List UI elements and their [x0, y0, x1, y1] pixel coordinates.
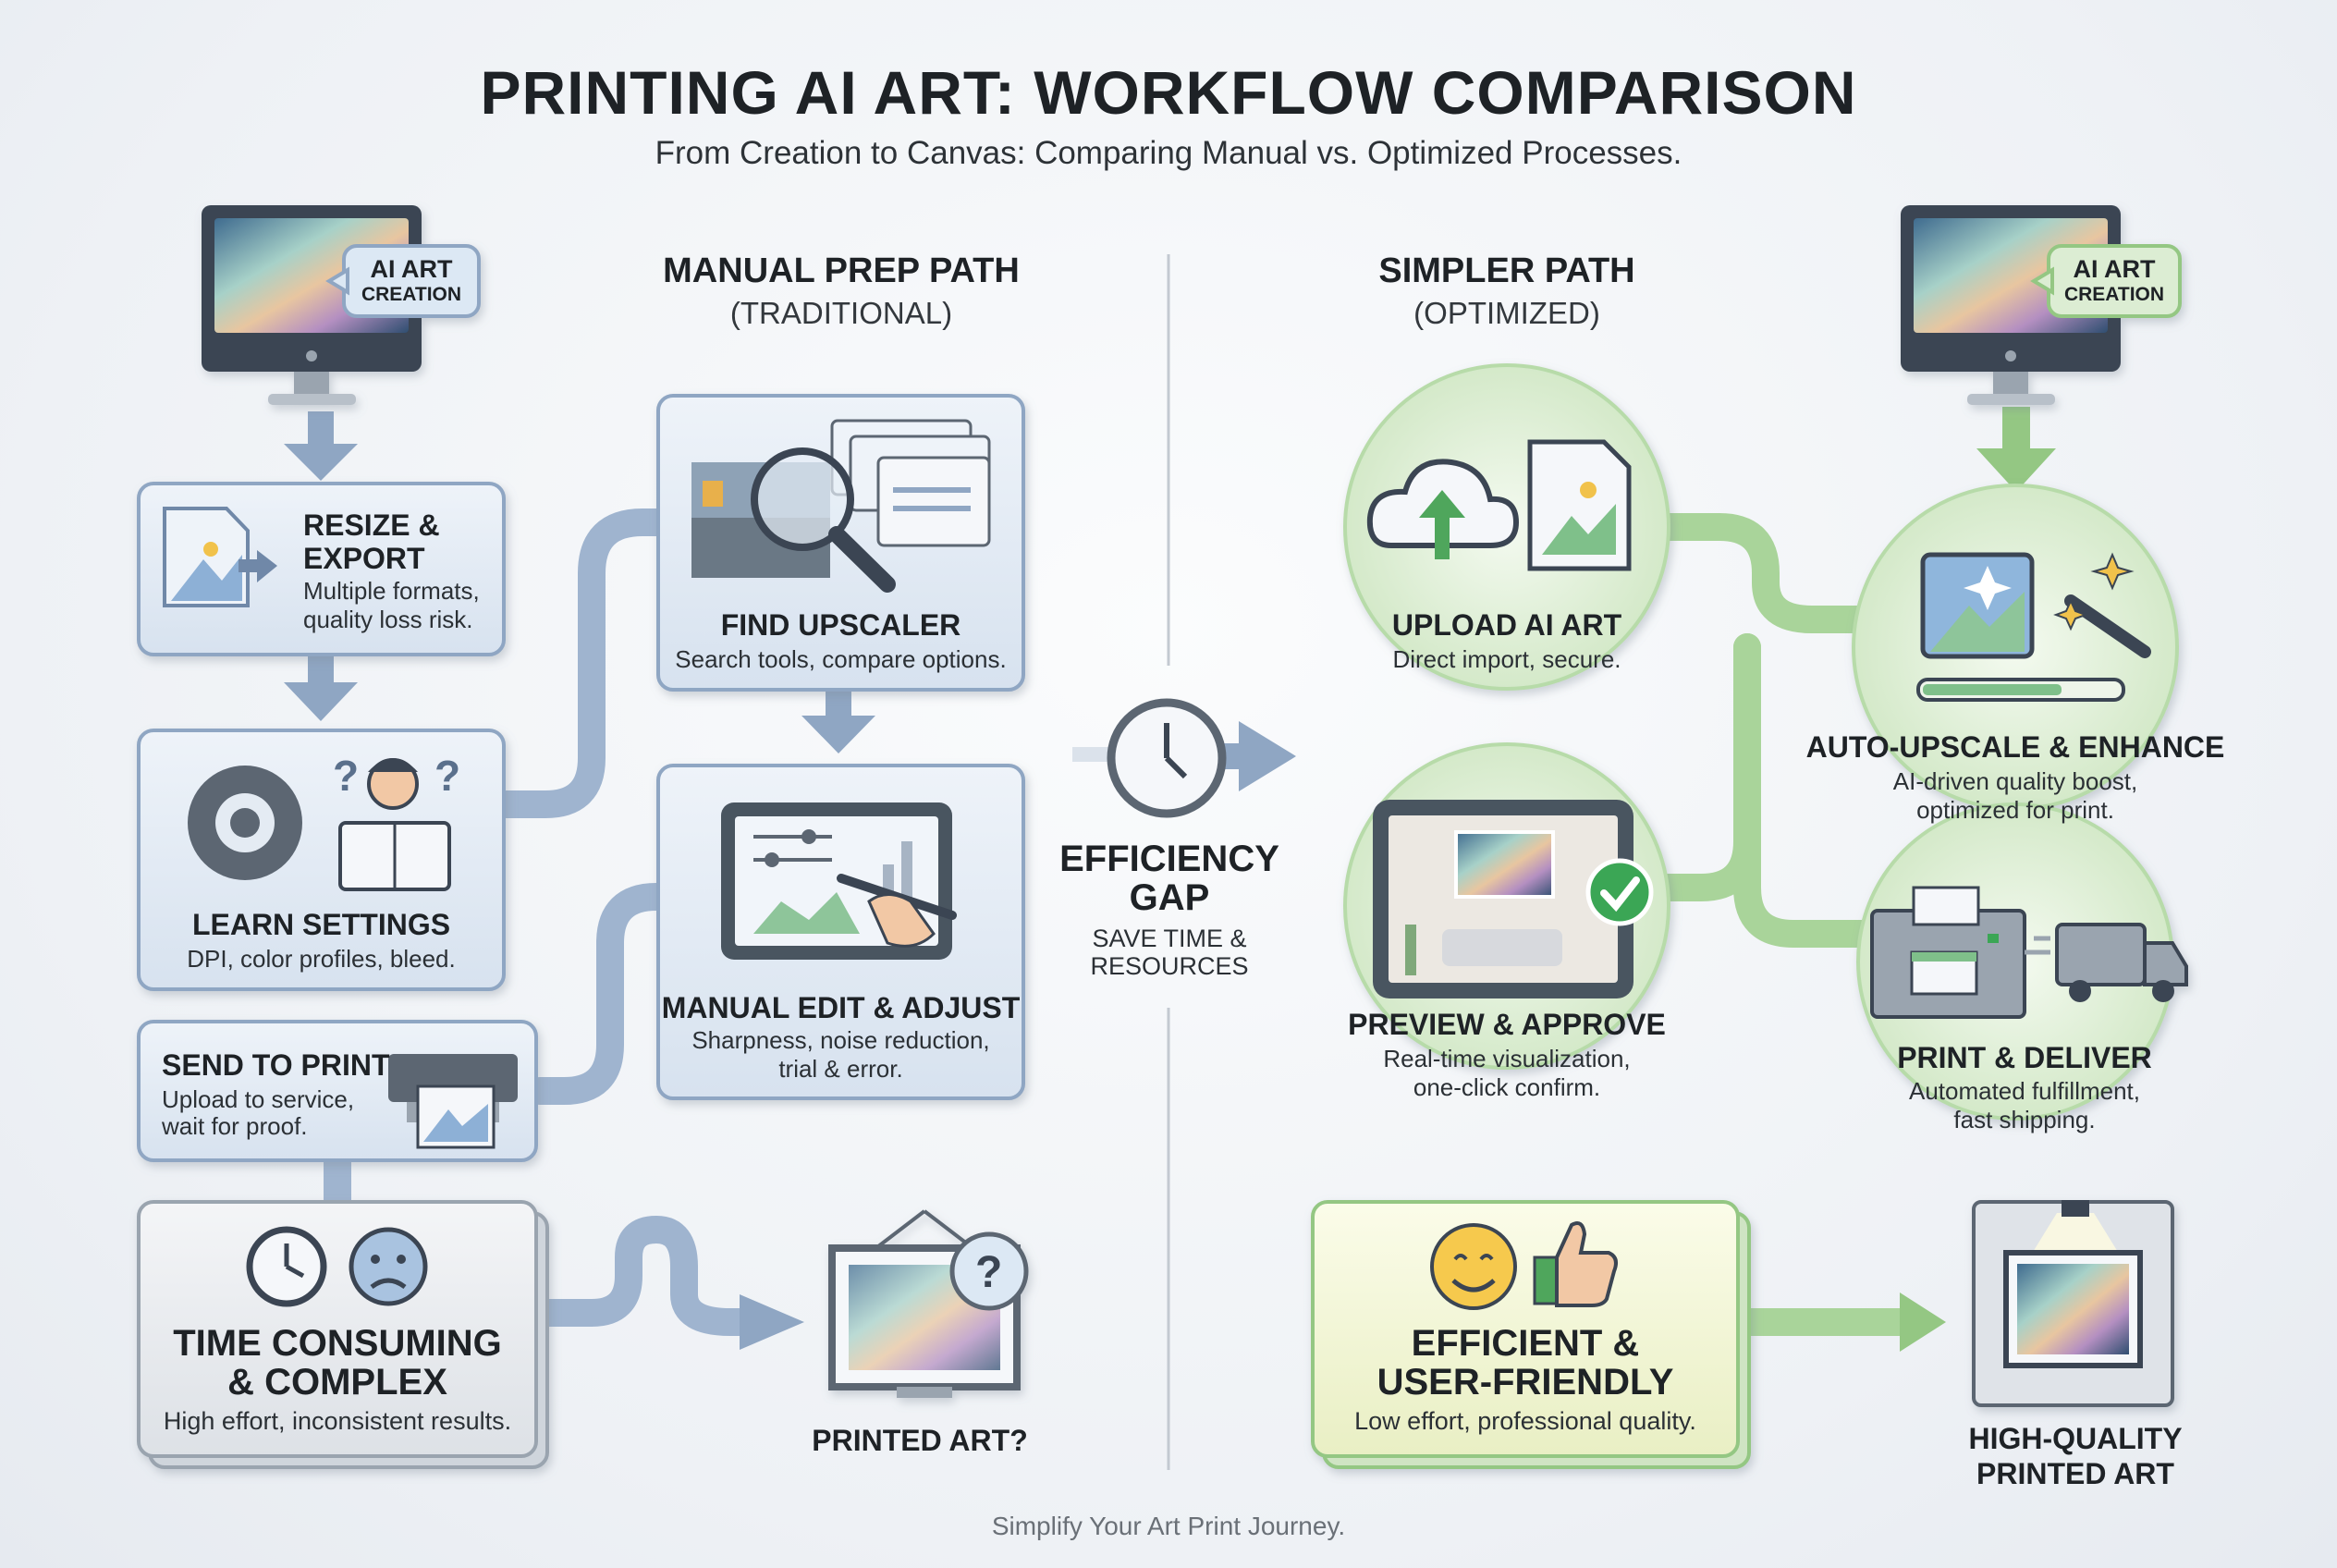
creation-tag-line2: CREATION [361, 284, 462, 305]
resize-title-1: RESIZE & [303, 508, 440, 542]
gap-title-1: EFFICIENCY [1059, 839, 1279, 879]
truck-icon [2025, 923, 2188, 1002]
simple-arrows [1900, 407, 2056, 1352]
svg-text:?: ? [975, 1248, 1002, 1297]
send-print-desc-2: wait for proof. [162, 1112, 308, 1140]
manual-creation-tag: AI ART CREATION [344, 257, 479, 307]
simple-result-1: HIGH-QUALITY [1968, 1422, 2183, 1455]
simple-outcome-title-2: USER-FRIENDLY [1377, 1362, 1674, 1403]
resize-desc-1: Multiple formats, [303, 577, 480, 605]
manual-edit-title: MANUAL EDIT & ADJUST [661, 991, 1021, 1024]
manual-flow-connectors [324, 508, 753, 1336]
spotlight-frame-icon [1972, 1200, 2174, 1407]
manual-outcome-desc: High effort, inconsistent results. [163, 1407, 512, 1435]
checkmark-icon [1585, 858, 1654, 926]
print-deliver-title: PRINT & DELIVER [1897, 1041, 2152, 1074]
manual-edit-card [656, 764, 1025, 1100]
resize-export-card [137, 482, 506, 656]
simple-flow-connectors [1622, 513, 1918, 1336]
manual-result: PRINTED ART? [812, 1424, 1028, 1457]
print-deliver-desc-1: Automated fulfillment, [1908, 1077, 2140, 1105]
find-upscaler-card [656, 394, 1025, 692]
learn-settings-title: LEARN SETTINGS [191, 908, 451, 941]
file-image-icon [1527, 439, 1632, 571]
creation-tag-line2: CREATION [2063, 284, 2165, 305]
tablet-edit-icon [721, 802, 957, 960]
preview-desc-1: Real-time visualization, [1383, 1045, 1631, 1072]
simple-outcome-title-1: EFFICIENT & [1411, 1323, 1640, 1364]
printer-icon [388, 1054, 518, 1149]
magic-wand-icon [2064, 594, 2151, 658]
learn-settings-desc: DPI, color profiles, bleed. [187, 945, 456, 973]
question-icon: ? [434, 752, 460, 800]
framed-art-icon: ? [828, 1209, 1029, 1398]
cloud-upload-icon [1366, 459, 1520, 559]
auto-upscale-desc-2: optimized for print. [1916, 796, 2114, 824]
gear-icon [188, 766, 302, 880]
simple-monitor-icon [1901, 205, 2182, 405]
manual-heading: MANUAL PREP PATH [663, 251, 1020, 290]
manual-subheading: (TRADITIONAL) [729, 296, 953, 330]
simple-subheading: (OPTIMIZED) [1413, 296, 1600, 330]
footer-tagline: Simplify Your Art Print Journey. [991, 1512, 1346, 1540]
creation-tag-line1: AI ART [2073, 255, 2156, 283]
manual-outcome-title-2: & COMPLEX [227, 1362, 447, 1403]
upload-desc: Direct import, secure. [1392, 645, 1621, 673]
manual-monitor-icon [202, 205, 481, 405]
send-print-title: SEND TO PRINT [162, 1048, 390, 1082]
smiley-icon [1430, 1223, 1517, 1310]
question-icon: ? [333, 752, 359, 800]
efficient-card [1311, 1200, 1751, 1469]
printer-icon [1870, 886, 2026, 1019]
time-consuming-card [137, 1200, 549, 1469]
manual-outcome-title-1: TIME CONSUMING [173, 1323, 502, 1364]
clock-icon [246, 1226, 327, 1307]
preview-desc-2: one-click confirm. [1413, 1073, 1601, 1101]
simple-outcome-desc: Low effort, professional quality. [1354, 1407, 1696, 1435]
efficiency-gap-icon [1072, 698, 1296, 818]
page-subtitle: From Creation to Canvas: Comparing Manua… [655, 135, 1682, 171]
manual-edit-desc-2: trial & error. [778, 1055, 903, 1083]
magnifier-icon [751, 447, 896, 593]
gap-title-2: GAP [1129, 877, 1210, 918]
manual-edit-desc-1: Sharpness, noise reduction, [691, 1026, 990, 1054]
learn-settings-card: ? ? [137, 729, 506, 991]
print-deliver-desc-2: fast shipping. [1953, 1106, 2096, 1133]
send-print-desc-1: Upload to service, [162, 1085, 355, 1113]
send-to-print-card [137, 1020, 538, 1162]
simple-heading: SIMPLER PATH [1378, 251, 1635, 290]
thumbs-up-icon [1533, 1221, 1618, 1307]
print-deliver-circle [1856, 802, 2188, 1121]
auto-upscale-title: AUTO-UPSCALE & ENHANCE [1805, 730, 2225, 764]
gap-desc-1: SAVE TIME & [1092, 925, 1247, 952]
gap-desc-2: RESOURCES [1090, 952, 1249, 980]
auto-upscale-desc-1: AI-driven quality boost, [1892, 767, 2138, 795]
manual-arrows [284, 411, 875, 1350]
auto-upscale-circle [1852, 484, 2179, 811]
find-upscaler-title: FIND UPSCALER [720, 608, 961, 642]
preview-circle [1343, 742, 1670, 1070]
resize-desc-2: quality loss risk. [303, 606, 473, 633]
upload-circle [1343, 363, 1670, 691]
simple-creation-tag: AI ART CREATION [2049, 257, 2180, 307]
person-reading-icon [338, 758, 451, 891]
sad-face-icon [349, 1227, 428, 1306]
find-upscaler-desc: Search tools, compare options. [675, 645, 1007, 673]
preview-title: PREVIEW & APPROVE [1348, 1008, 1666, 1041]
creation-tag-line1: AI ART [370, 255, 453, 283]
page-title: PRINTING AI ART: WORKFLOW COMPARISON [480, 58, 1857, 127]
resize-title-2: EXPORT [303, 542, 425, 575]
simple-result-2: PRINTED ART [1976, 1457, 2174, 1490]
upload-title: UPLOAD AI ART [1391, 608, 1622, 642]
